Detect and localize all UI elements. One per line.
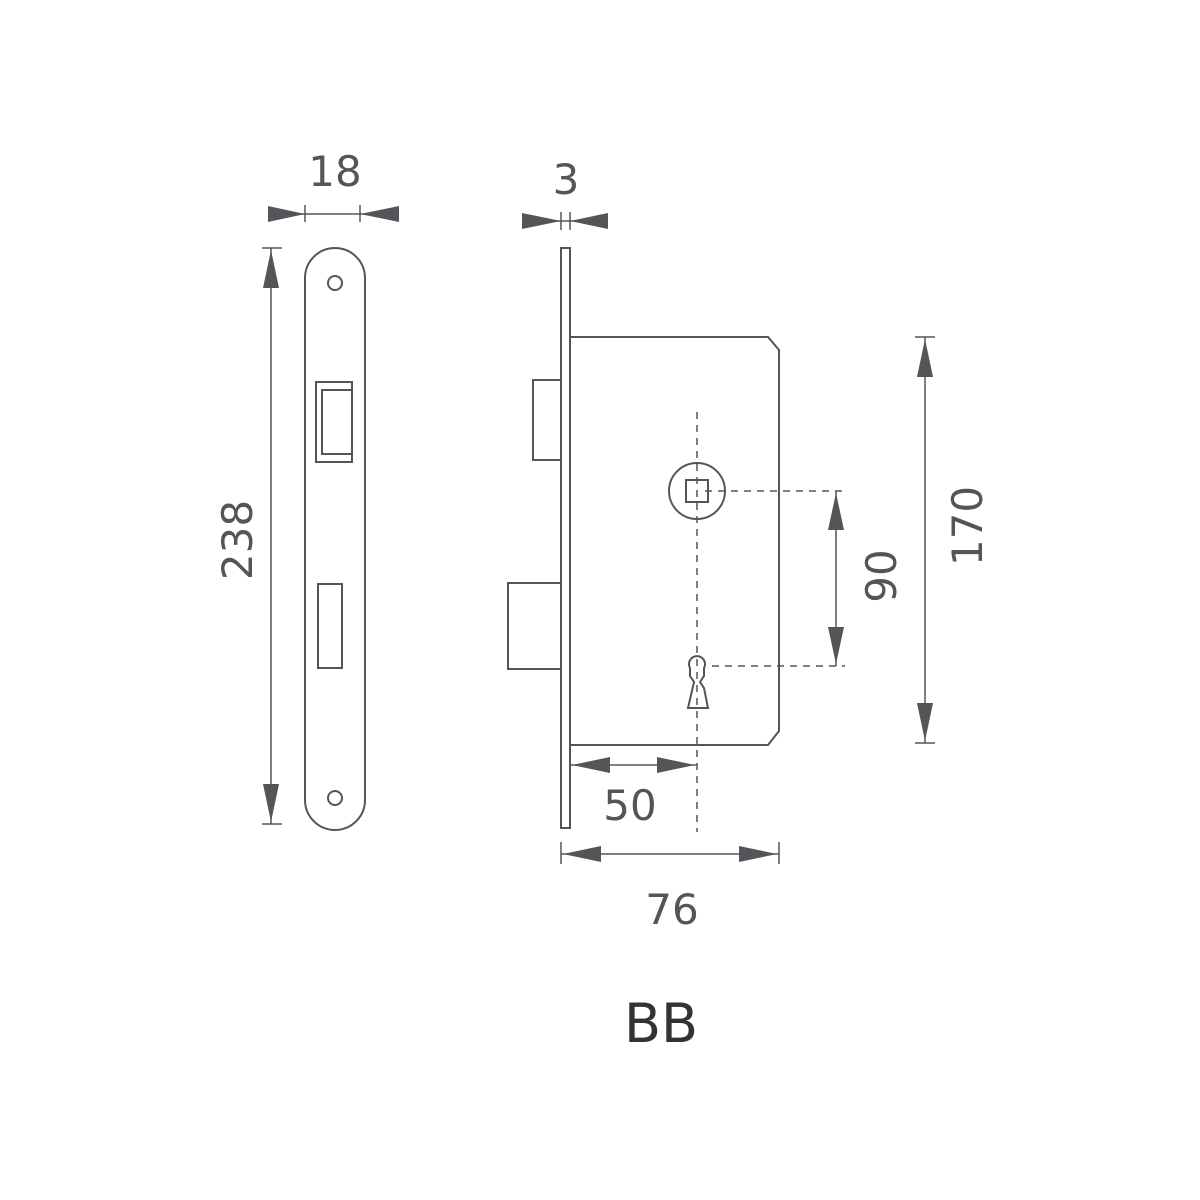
- model-label: BB: [624, 992, 698, 1055]
- arrow-down: [917, 703, 933, 741]
- arrow-up: [263, 250, 279, 288]
- dimension-backset: 50: [570, 757, 697, 830]
- dimension-handle-to-keyhole: 90: [828, 491, 906, 666]
- top-screw-hole: [327, 275, 343, 291]
- handle-to-keyhole-label: 90: [857, 549, 906, 602]
- lock-body-side-view: [507, 247, 780, 829]
- dimension-total-depth: 76: [560, 842, 780, 934]
- faceplate-thickness-label: 3: [553, 155, 580, 204]
- arrow-right: [657, 757, 695, 773]
- arrow-down: [828, 627, 844, 664]
- dimension-faceplate-thickness: 3: [522, 155, 608, 230]
- faceplate-width-label: 18: [308, 147, 361, 196]
- dimension-faceplate-width: 18: [268, 147, 399, 222]
- dimension-case-height: 170: [915, 336, 992, 744]
- faceplate-edge: [560, 247, 571, 829]
- arrow-up: [828, 493, 844, 530]
- faceplate-outline: [304, 247, 366, 831]
- arrow-left: [570, 213, 608, 229]
- faceplate-height-label: 238: [213, 500, 262, 580]
- arrow-left: [563, 846, 601, 862]
- arrow-left: [572, 757, 610, 773]
- dead-bolt: [507, 582, 562, 670]
- arrow-right: [739, 846, 777, 862]
- arrow-left: [360, 206, 399, 222]
- dimension-faceplate-height: 238: [213, 247, 282, 825]
- arrow-right: [268, 206, 305, 222]
- case-height-label: 170: [943, 486, 992, 566]
- arrow-down: [263, 784, 279, 822]
- arrow-right: [522, 213, 561, 229]
- bolt-opening: [317, 583, 343, 669]
- faceplate-front-view: [304, 247, 366, 831]
- total-depth-label: 76: [645, 885, 698, 934]
- lock-case: [570, 336, 780, 746]
- backset-label: 50: [603, 781, 656, 830]
- arrow-up: [917, 339, 933, 377]
- bottom-screw-hole: [327, 790, 343, 806]
- latch-bolt: [532, 379, 562, 461]
- keyhole-icon: [686, 655, 710, 709]
- latch-opening-inner: [321, 389, 353, 455]
